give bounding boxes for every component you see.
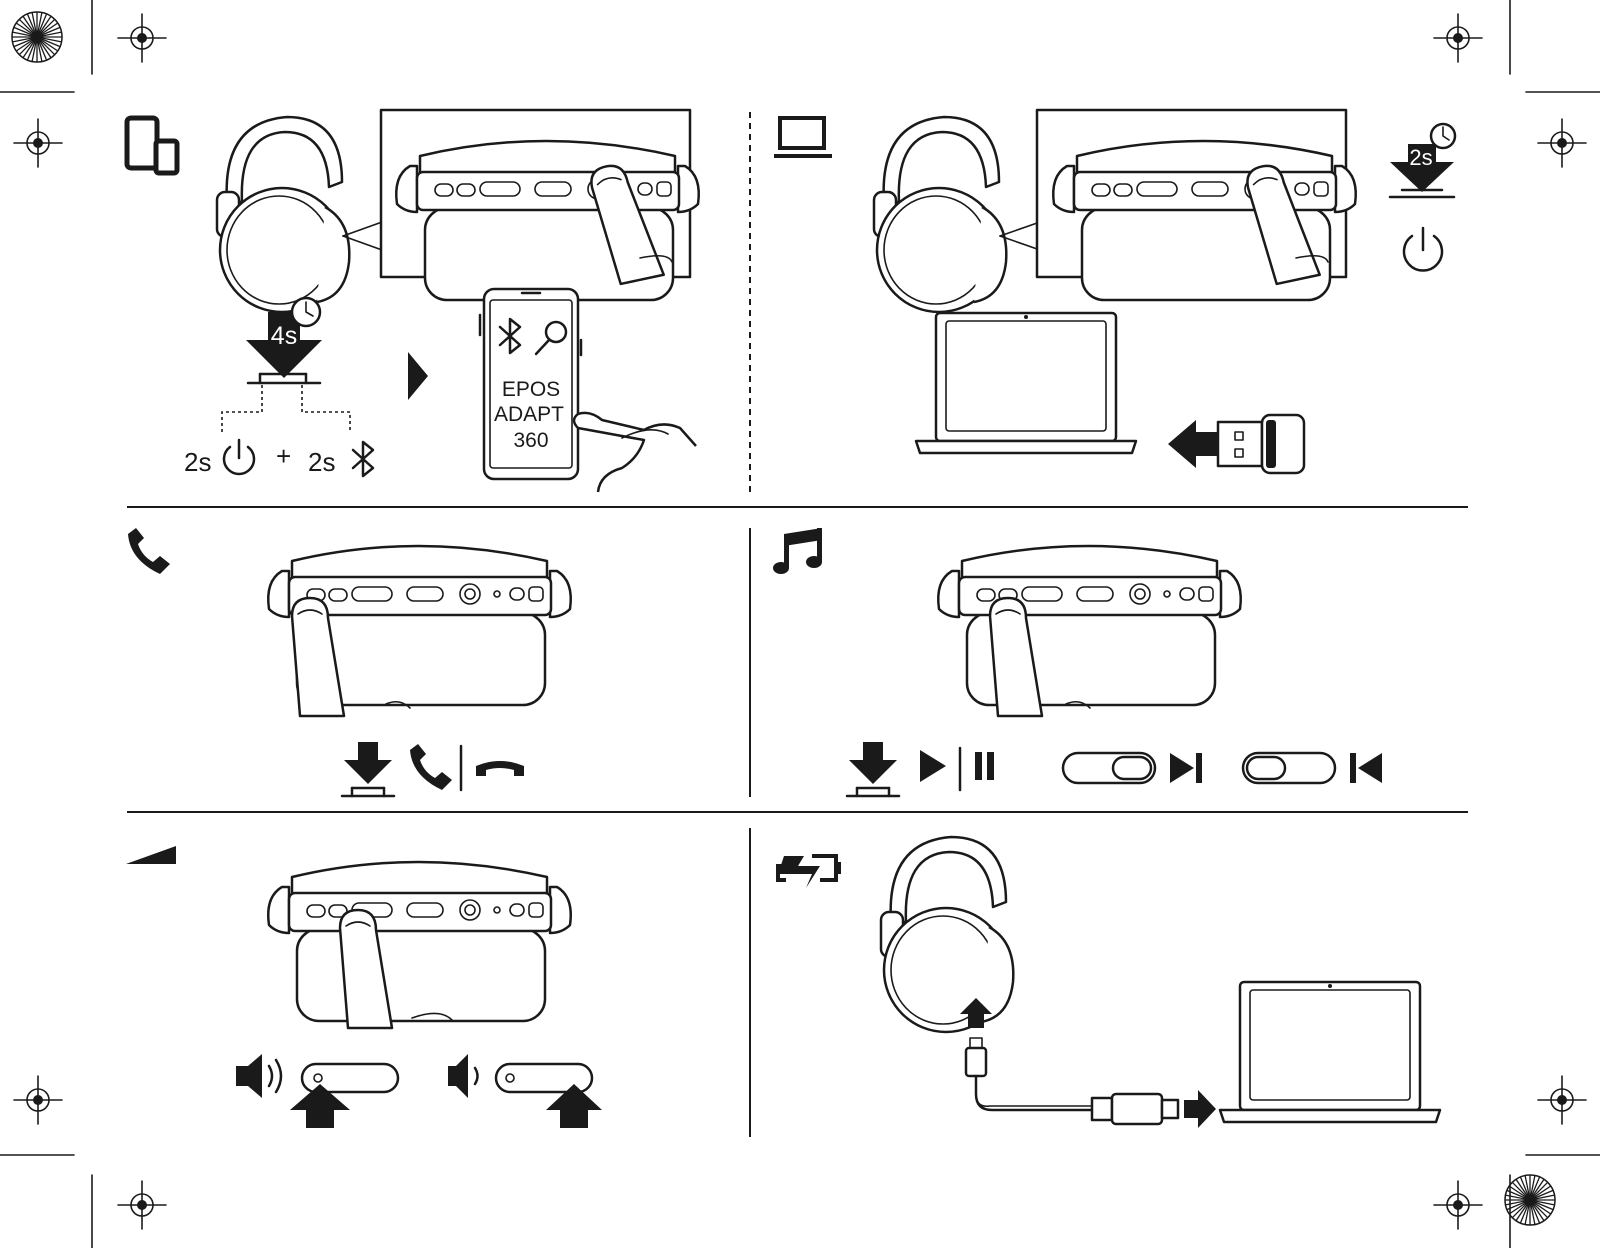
clock-icon xyxy=(1431,124,1455,148)
section-volume xyxy=(126,846,602,1128)
headphone-control-strip xyxy=(268,862,571,1021)
next-step-arrow-icon xyxy=(408,352,428,400)
tapping-finger xyxy=(574,413,696,492)
headphone-side-view xyxy=(874,117,1006,312)
power-duration-label: 2s xyxy=(184,447,211,477)
end-call-icon xyxy=(476,761,524,776)
plus-label: + xyxy=(276,441,291,471)
pause-icon xyxy=(975,752,982,780)
section-music xyxy=(773,528,1382,796)
volume-slider-up xyxy=(290,1064,398,1128)
power-icon xyxy=(224,440,254,474)
press-icon xyxy=(847,742,899,796)
volume-up-icon xyxy=(236,1054,281,1098)
headphone-side-view xyxy=(881,837,1013,1032)
clock-icon xyxy=(292,298,320,326)
insert-arrow-icon xyxy=(1168,420,1222,468)
bluetooth-icon xyxy=(353,442,373,476)
press-duration-label: 4s xyxy=(271,322,297,350)
phone-icon xyxy=(128,528,170,574)
previous-track-icon xyxy=(1350,753,1382,783)
connect-arrow-icon xyxy=(1184,1090,1216,1128)
next-track-icon xyxy=(1170,753,1202,783)
usb-dongle xyxy=(1218,415,1304,473)
volume-slider-down xyxy=(496,1064,602,1128)
app-name-line2: ADAPT xyxy=(494,403,564,426)
music-note-icon xyxy=(773,528,822,574)
slide-back-button xyxy=(1243,753,1335,783)
usb-c-cable xyxy=(966,1038,1178,1124)
section-calls xyxy=(128,528,571,796)
answer-call-icon xyxy=(410,744,452,790)
laptop xyxy=(916,313,1136,453)
section-charging xyxy=(778,837,1440,1128)
play-icon xyxy=(920,750,946,782)
power-icon xyxy=(1404,228,1442,270)
section-computer-pairing: 2s xyxy=(774,110,1455,473)
slide-forward-button xyxy=(1063,753,1155,783)
headphone-side-view xyxy=(217,117,349,312)
press-duration-label: 2s xyxy=(1409,145,1432,170)
mobile-tablet-icon xyxy=(127,118,177,173)
headphone-control-strip xyxy=(938,546,1241,705)
battery-charging-icon xyxy=(778,856,841,888)
volume-ramp-icon xyxy=(126,846,176,864)
laptop-icon xyxy=(774,118,832,156)
section-mobile-pairing: 4s 2s + 2s EPOS A xyxy=(127,110,699,492)
press-icon xyxy=(342,742,394,796)
volume-down-icon xyxy=(448,1054,478,1098)
bluetooth-duration-label: 2s xyxy=(308,447,335,477)
app-name-line1: EPOS xyxy=(502,378,560,401)
laptop xyxy=(1220,982,1440,1122)
app-name-line3: 360 xyxy=(513,429,548,452)
